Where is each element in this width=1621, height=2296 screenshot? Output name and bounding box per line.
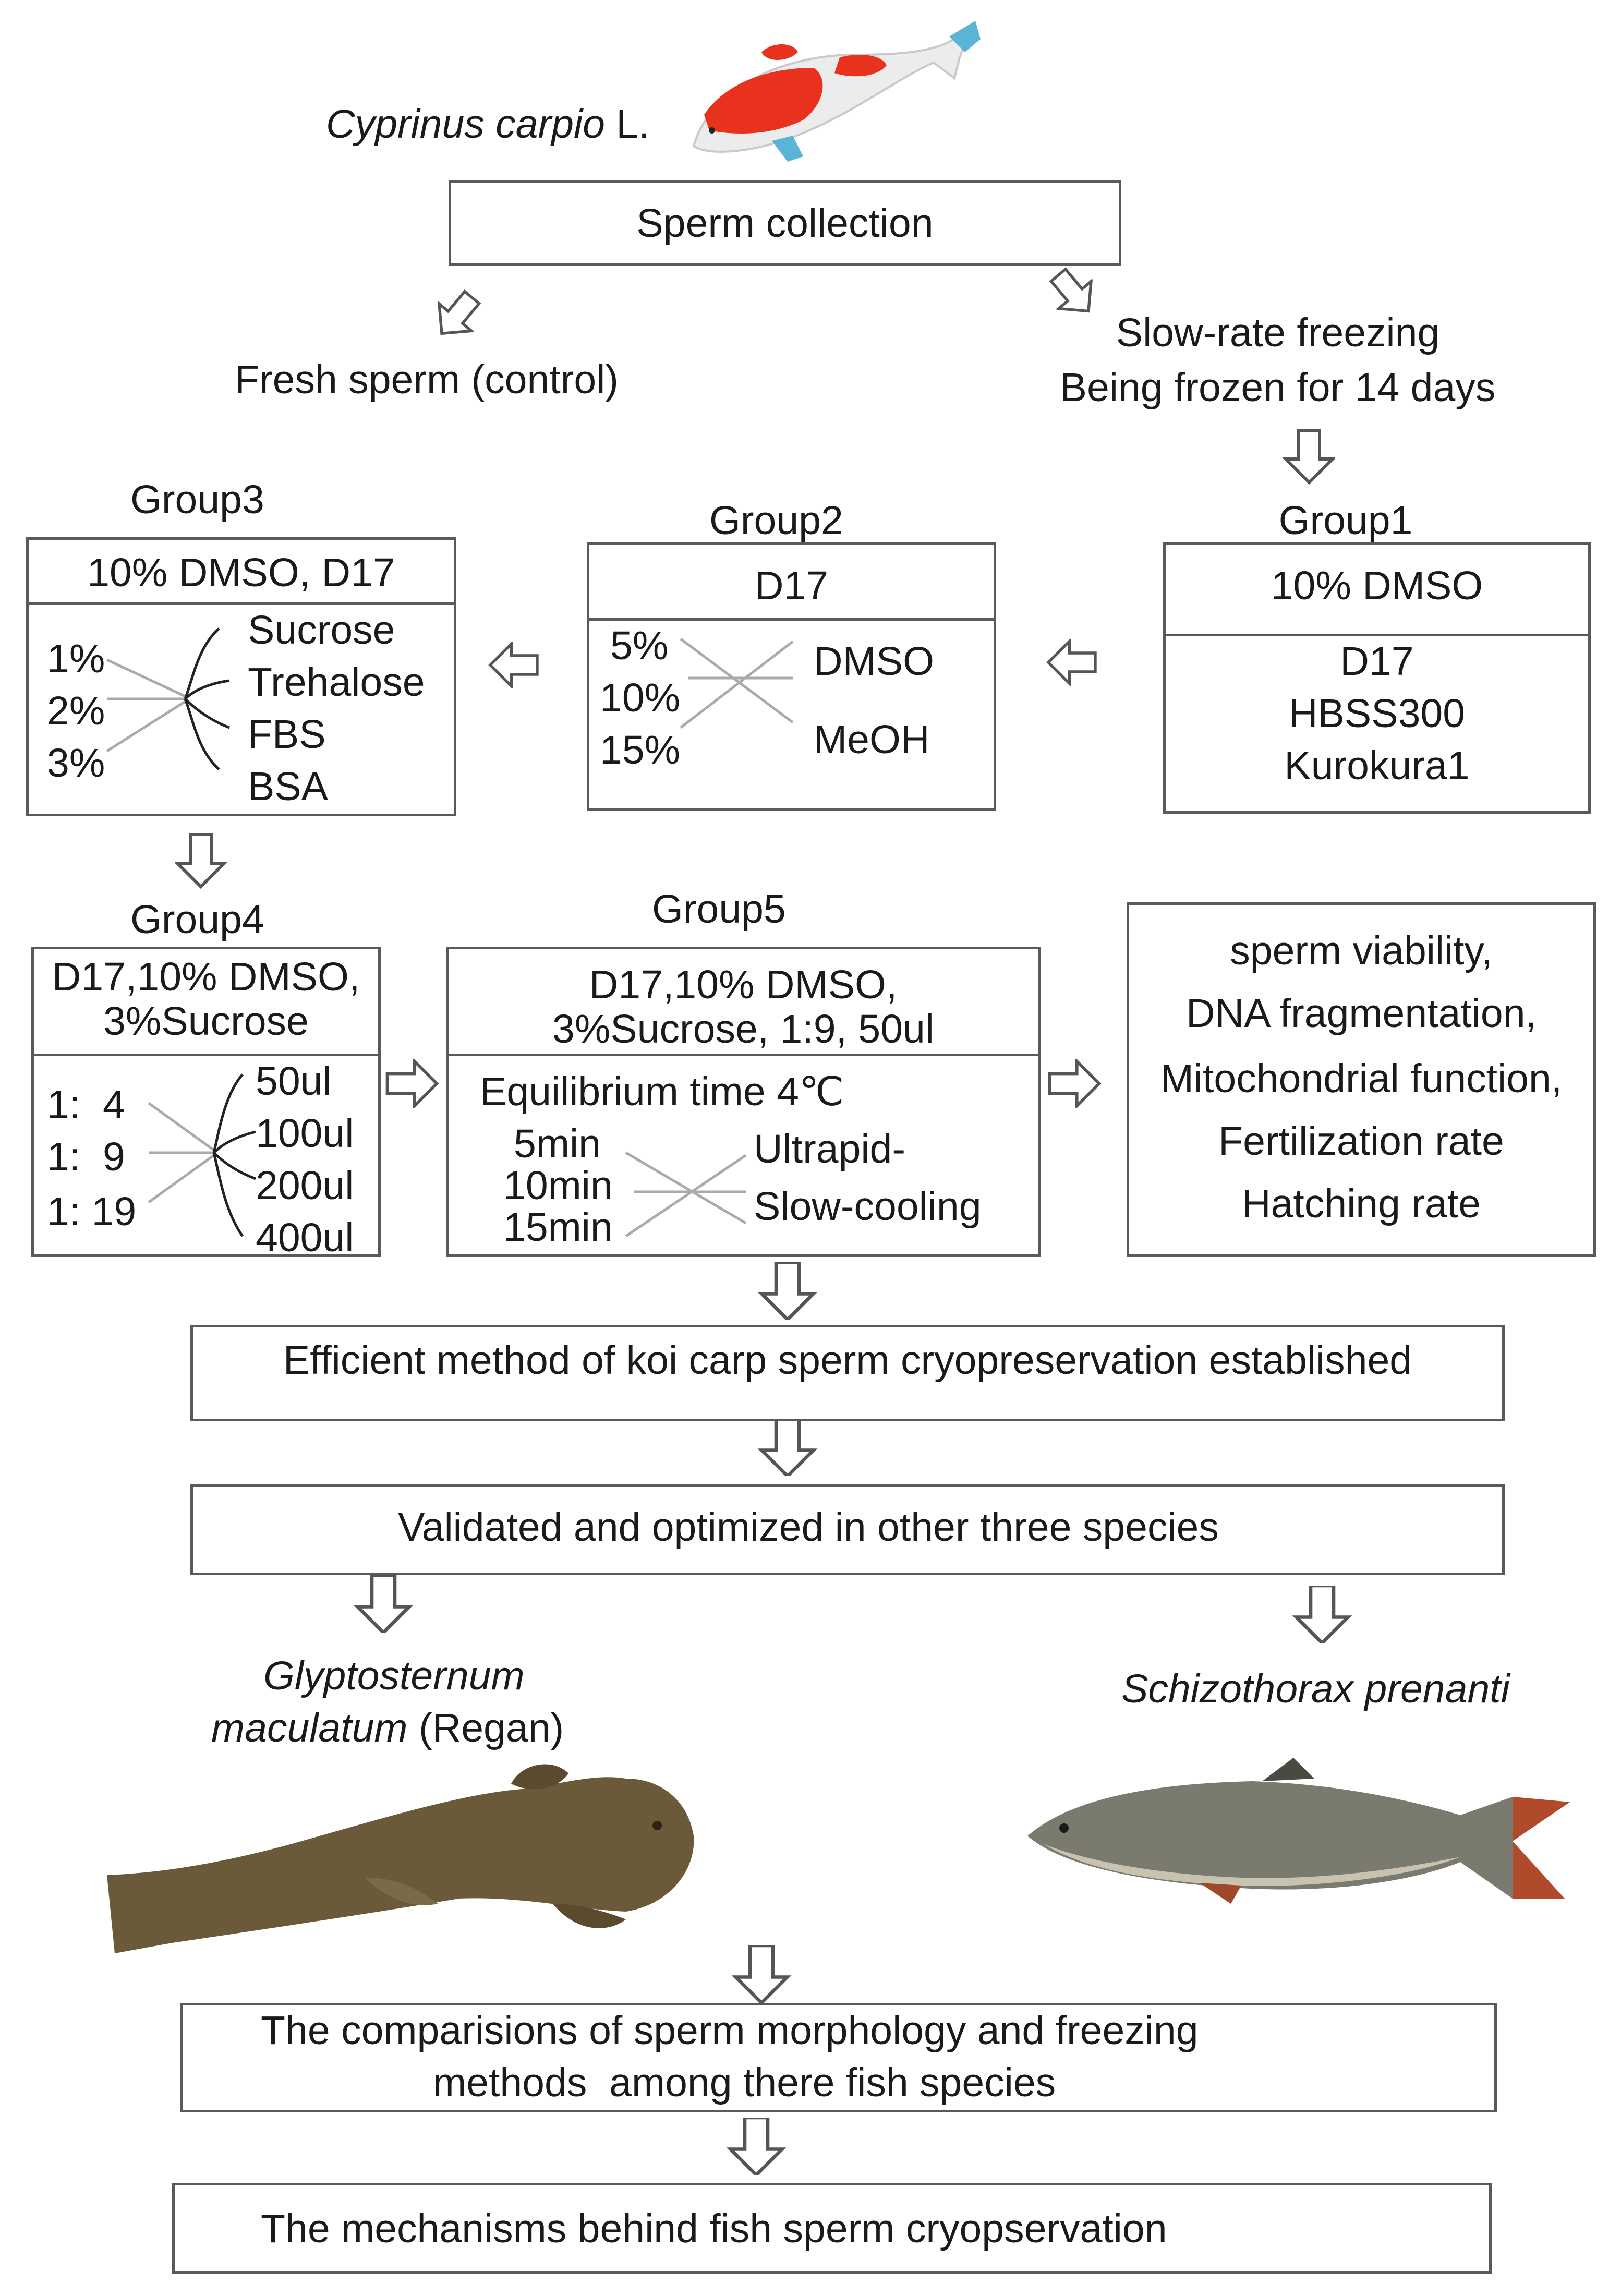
validated-box xyxy=(190,1484,1505,1575)
group3-additive-1: Sucrose xyxy=(248,608,395,652)
group2-conc-1: 5% xyxy=(610,623,669,668)
evaluation-item-1: sperm viability, xyxy=(1230,928,1493,973)
group5-time-2: 10min xyxy=(503,1163,613,1208)
koi-carp-image xyxy=(692,21,981,162)
glyptosternum-line2: maculatum (Regan) xyxy=(211,1706,564,1750)
group2-header: D17 xyxy=(754,563,829,608)
group3-conc-1: 1% xyxy=(47,636,105,681)
group3-additive-2: Trehalose xyxy=(248,660,425,705)
group1-item-1: D17 xyxy=(1340,639,1414,684)
group1-header-divider xyxy=(1163,542,1591,636)
group5-header-divider xyxy=(446,947,1041,1056)
group1-item-2: HBSS300 xyxy=(1288,691,1466,736)
group3-title: Group3 xyxy=(130,477,264,522)
group3-header: 10% DMSO, D17 xyxy=(87,550,395,595)
validated-label: Validated and optimized in other three s… xyxy=(398,1505,1219,1550)
fresh-sperm-label: Fresh sperm (control) xyxy=(235,357,619,402)
group5-time-1: 5min xyxy=(514,1121,601,1166)
sperm-collection-label: Sperm collection xyxy=(636,201,934,246)
group4-volume-4: 400ul xyxy=(256,1215,354,1260)
group4-volume-1: 50ul xyxy=(256,1059,332,1104)
koi-species-label: Cyprinus carpio L. xyxy=(326,102,650,147)
group4-header-line2: 3%Sucrose xyxy=(103,999,309,1044)
group2-agent-2: MeOH xyxy=(814,717,930,762)
schizothorax-fish-image xyxy=(1027,1758,1570,1904)
group4-ratio-1: 1: 4 xyxy=(47,1082,125,1127)
group2-connector-lines xyxy=(680,637,794,729)
comparisons-box xyxy=(180,2003,1497,2112)
mechanisms-label: The mechanisms behind fish sperm cryopse… xyxy=(261,2206,1167,2251)
group5-time-3: 15min xyxy=(503,1205,613,1250)
schizothorax-label: Schizothorax prenanti xyxy=(1121,1666,1510,1711)
group4-volume-2: 100ul xyxy=(256,1111,354,1156)
group4-connector-lines xyxy=(148,1102,215,1204)
efficient-method-label: Efficient method of koi carp sperm cryop… xyxy=(283,1338,1412,1383)
group1-item-3: Kurokura1 xyxy=(1284,743,1470,788)
group3-conc-3: 3% xyxy=(47,741,105,786)
mechanisms-box xyxy=(172,2183,1492,2274)
glyptosternum-line1: Glyptosternum xyxy=(263,1653,525,1698)
group3-header-divider xyxy=(26,537,456,605)
evaluation-item-2: DNA fragmentation, xyxy=(1186,991,1537,1036)
group3-connector-lines xyxy=(106,658,186,753)
group3-bracket xyxy=(184,627,230,770)
evaluation-item-5: Hatching rate xyxy=(1242,1181,1481,1226)
group2-agent-1: DMSO xyxy=(814,639,934,684)
evaluation-item-4: Fertilization rate xyxy=(1218,1119,1504,1164)
group4-bracket xyxy=(212,1073,256,1237)
group5-method-2: Slow-cooling xyxy=(754,1184,982,1229)
group5-header-line1: D17,10% DMSO, xyxy=(589,962,898,1007)
group4-header-divider xyxy=(31,947,381,1056)
group4-ratio-3: 1: 19 xyxy=(47,1189,137,1234)
group5-connector-lines xyxy=(625,1151,747,1238)
group5-title: Group5 xyxy=(652,887,786,932)
group2-conc-2: 10% xyxy=(600,675,681,720)
evaluation-box xyxy=(1127,902,1596,1257)
group2-title: Group2 xyxy=(709,498,843,543)
group2-header-divider xyxy=(587,542,996,621)
glyptosternum-fish-image xyxy=(107,1764,694,1953)
group1-title: Group1 xyxy=(1278,498,1413,543)
slow-freezing-line1: Slow-rate freezing xyxy=(1116,310,1440,355)
group4-volume-3: 200ul xyxy=(256,1163,354,1208)
comparisons-line2: methods among there fish species xyxy=(433,2060,1056,2105)
sperm-collection-box xyxy=(449,180,1121,266)
group5-header-line2: 3%Sucrose, 1:9, 50ul xyxy=(552,1007,934,1052)
group4-title: Group4 xyxy=(130,897,264,942)
group4-ratio-2: 1: 9 xyxy=(47,1134,125,1179)
group4-header-line1: D17,10% DMSO, xyxy=(52,954,360,999)
group1-header: 10% DMSO xyxy=(1271,563,1483,608)
group2-conc-3: 15% xyxy=(600,728,681,772)
group5-equilibrium: Equilibrium time 4℃ xyxy=(480,1069,844,1114)
efficient-method-box xyxy=(190,1325,1505,1421)
slow-freezing-line2: Being frozen for 14 days xyxy=(1060,365,1496,410)
group3-conc-2: 2% xyxy=(47,688,105,733)
comparisons-line1: The comparisions of sperm morphology and… xyxy=(261,2008,1199,2053)
group3-additive-3: FBS xyxy=(248,712,326,757)
group5-method-1: Ultrapid- xyxy=(754,1127,905,1171)
evaluation-item-3: Mitochondrial function, xyxy=(1160,1056,1563,1101)
group3-additive-4: BSA xyxy=(248,764,329,809)
